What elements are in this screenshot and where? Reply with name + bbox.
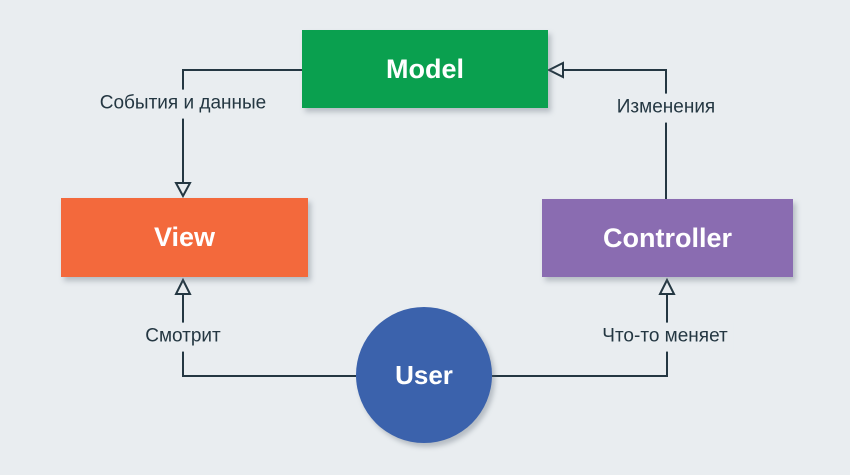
edge-label-events-and-data: События и данные	[93, 89, 273, 119]
arrowhead-down-icon	[174, 182, 192, 199]
arrowhead-up-icon	[658, 277, 676, 295]
arrow-controller-to-model	[546, 61, 667, 199]
node-view-label: View	[153, 222, 216, 252]
arrow-model-to-view	[174, 69, 302, 199]
arrow-user-to-view	[174, 277, 356, 377]
arrowhead-left-icon	[546, 61, 564, 79]
node-model: Model	[302, 30, 548, 108]
node-model-label: Model	[386, 53, 464, 84]
node-controller-label: Controller	[602, 222, 732, 253]
node-controller: Controller	[542, 199, 793, 277]
arrowhead-up-icon	[174, 277, 192, 295]
node-user: User	[356, 307, 492, 443]
edge-label-watches: Смотрит	[139, 322, 227, 352]
node-view: View	[61, 198, 308, 277]
edge-label-changes-something: Что-то меняет	[596, 322, 734, 352]
edge-label-changes: Изменения	[610, 93, 722, 123]
node-user-label: User	[395, 359, 453, 390]
arrow-user-to-controller	[492, 277, 676, 377]
